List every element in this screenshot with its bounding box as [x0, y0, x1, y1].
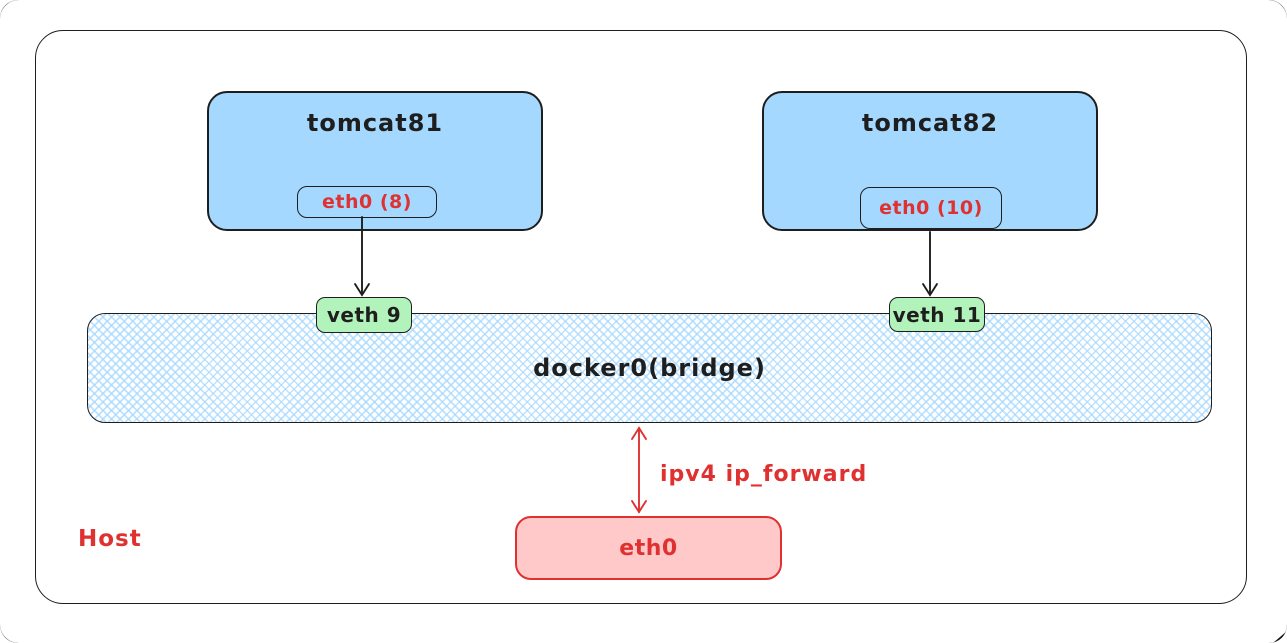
- container-node-tomcat81: tomcat81 eth0 (8): [207, 91, 543, 231]
- bridge-label: docker0(bridge): [533, 354, 766, 382]
- container-title: tomcat82: [861, 109, 999, 137]
- container-eth-port: eth0 (10): [860, 187, 1002, 229]
- veth-node-9: veth 9: [316, 297, 412, 333]
- corner-triangle: [1273, 631, 1287, 643]
- bridge-node: docker0(bridge): [87, 313, 1212, 423]
- forward-label: ipv4 ip_forward: [660, 462, 868, 487]
- host-boundary-box: [35, 30, 1247, 604]
- veth-node-11: veth 11: [889, 297, 985, 332]
- host-eth-node: eth0: [515, 516, 782, 580]
- container-eth-port: eth0 (8): [297, 186, 437, 218]
- host-label: Host: [78, 526, 142, 552]
- container-title: tomcat81: [306, 109, 444, 137]
- container-node-tomcat82: tomcat82 eth0 (10): [762, 91, 1098, 231]
